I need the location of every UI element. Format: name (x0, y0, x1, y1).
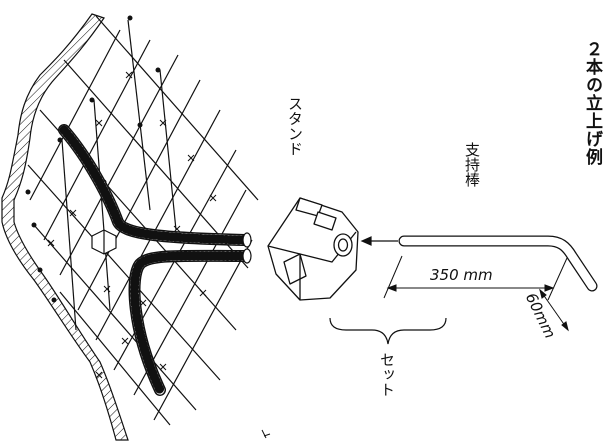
length-dimension (383, 255, 568, 301)
assembly-arrow (360, 236, 398, 246)
conduit-end-lower (242, 248, 252, 264)
mounted-stand (91, 229, 117, 255)
slab-edge-hatched (1, 13, 129, 441)
corrugated-conduits (58, 124, 251, 396)
length-dimension-label: 350 mm (430, 266, 493, 284)
stand-label: スタンド (286, 96, 304, 156)
bend-dimension (539, 288, 569, 332)
set-label: セット (378, 352, 396, 397)
rebar-ties (25, 15, 161, 303)
title-label: ２本の立上げ例 (582, 40, 602, 166)
bottom-mark (261, 429, 271, 439)
rebar-crossings (47, 71, 217, 379)
support-rod-label: 支持棒 (463, 142, 481, 187)
set-brace (329, 317, 447, 345)
conduit-end-upper (242, 232, 252, 248)
stand-part (267, 197, 359, 301)
